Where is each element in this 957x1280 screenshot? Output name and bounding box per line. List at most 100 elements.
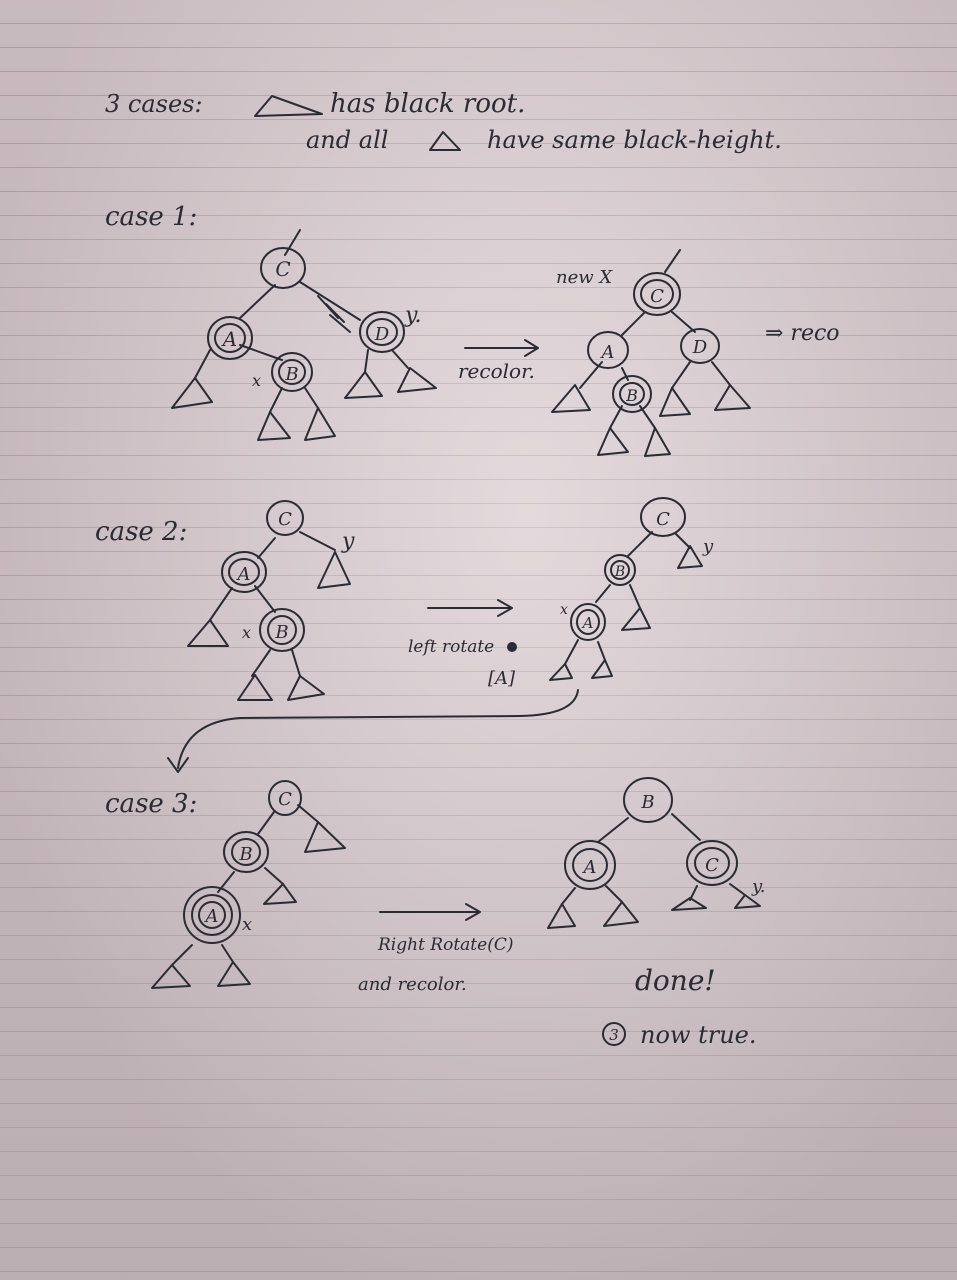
case2-before-edges (209, 531, 336, 677)
case2-before-subtrees (187, 551, 351, 701)
case2-x-mark: x (242, 623, 251, 642)
subtree-triangle-icon (257, 411, 291, 441)
subtree-triangle-icon (677, 545, 703, 569)
header-line2-rest: have same black-height. (487, 126, 782, 154)
subtree-triangle-icon (317, 551, 351, 589)
subtree-triangle-icon (597, 427, 629, 456)
case1-new-x: new X (556, 267, 613, 288)
case2-after-node-b: B (604, 554, 636, 586)
case3-node-a: A (183, 886, 241, 944)
case2-node-a: A (221, 551, 267, 593)
subtree-triangle-icon (659, 387, 691, 417)
subtree-triangle-icon (671, 897, 707, 911)
case2-y-mark: y (341, 529, 355, 554)
case3-node-c: C (268, 780, 302, 816)
case3-before-subtrees (151, 821, 346, 989)
svg-text:B: B (284, 364, 298, 385)
subtree-triangle-icon (734, 894, 761, 909)
case3-after-subtrees (547, 894, 761, 929)
svg-text:C: C (650, 286, 664, 307)
case3-before-edges (171, 804, 319, 966)
case1-next: ⇒ reco (765, 321, 840, 346)
case3-note-number: 3 (602, 1022, 626, 1046)
case3-done: done! (635, 964, 716, 997)
case2-after-y: y (702, 536, 714, 557)
case2-action-line1: left rotate (408, 637, 494, 657)
svg-text:C: C (278, 509, 292, 530)
svg-text:C: C (275, 257, 290, 281)
arrow-right-icon (427, 599, 513, 617)
curved-arrow-icon (177, 689, 579, 769)
case3-after-edges (561, 813, 746, 905)
triangle-icon (254, 95, 323, 117)
subtree-triangle-icon (549, 663, 573, 681)
subtree-triangle-icon (187, 619, 229, 647)
svg-text:A: A (204, 906, 219, 927)
triangle-icon (429, 131, 461, 151)
svg-text:A: A (236, 564, 251, 585)
case3-after-y: y. (751, 876, 766, 897)
case2-label: case 2: (95, 517, 187, 547)
subtree-triangle-icon (714, 384, 751, 411)
subtree-triangle-icon (344, 371, 383, 399)
case1-node-b: B (271, 352, 313, 392)
svg-text:A: A (600, 342, 615, 363)
case1-after-subtrees (551, 384, 751, 457)
case1-node-c: C (260, 247, 306, 289)
subtree-triangle-icon (603, 901, 639, 927)
subtree-triangle-icon (237, 674, 273, 701)
ink-blot (507, 642, 517, 652)
case3-after-node-a: A (564, 840, 616, 890)
subtree-triangle-icon (591, 659, 613, 679)
subtree-triangle-icon (397, 367, 437, 393)
svg-text:C: C (656, 509, 670, 530)
case1-before-edges (194, 229, 409, 413)
svg-text:A: A (582, 857, 597, 878)
case1-after-node-d: D (680, 328, 720, 364)
case3-x-mark: x (242, 914, 252, 935)
subtree-triangle-icon (644, 427, 671, 457)
subtree-triangle-icon (217, 961, 251, 987)
case3-action-line1: Right Rotate(C) (377, 935, 513, 955)
subtree-triangle-icon (263, 883, 297, 905)
case1-after-node-c: C (633, 272, 681, 316)
case3-after-node-c: C (686, 840, 738, 886)
svg-text:B: B (640, 792, 654, 813)
case1-y-mark: y. (404, 303, 422, 328)
svg-text:B: B (238, 844, 252, 865)
svg-text:C: C (705, 855, 719, 876)
header-line2-prefix: and all (306, 126, 388, 154)
subtree-triangle-icon (621, 607, 651, 631)
svg-text:B: B (614, 564, 625, 580)
subtree-triangle-icon (551, 384, 591, 413)
case1-x-mark: x (252, 371, 261, 390)
header-line1-rest: has black root. (330, 89, 525, 119)
case2-action-line2: [A] (488, 668, 516, 689)
arrow-head-icon (167, 757, 189, 773)
case1-before-subtrees (171, 367, 437, 441)
svg-text:B: B (274, 622, 288, 643)
arrow-right-icon (379, 903, 481, 921)
subtree-triangle-icon (287, 675, 325, 701)
svg-text:A: A (221, 327, 237, 351)
case2-node-c: C (266, 500, 304, 536)
subtree-triangle-icon (151, 964, 191, 989)
case2-after-edges (564, 531, 691, 665)
case2-after-x: x (560, 602, 568, 618)
case1-after-node-a: A (587, 331, 629, 369)
case3-label: case 3: (105, 789, 197, 819)
svg-text:A: A (581, 614, 594, 632)
case1-action: recolor. (458, 359, 535, 383)
arrow-right-icon (464, 339, 539, 357)
case2-after-node-c: C (640, 497, 686, 537)
case2-node-b: B (259, 608, 305, 652)
case3-after-node-b: B (623, 777, 673, 823)
case2-after-subtrees (549, 545, 703, 681)
case3-node-b: B (223, 831, 269, 873)
subtree-triangle-icon (171, 377, 213, 409)
svg-text:B: B (625, 386, 638, 405)
case3-note: now true. (640, 1021, 756, 1049)
subtree-triangle-icon (304, 407, 336, 441)
